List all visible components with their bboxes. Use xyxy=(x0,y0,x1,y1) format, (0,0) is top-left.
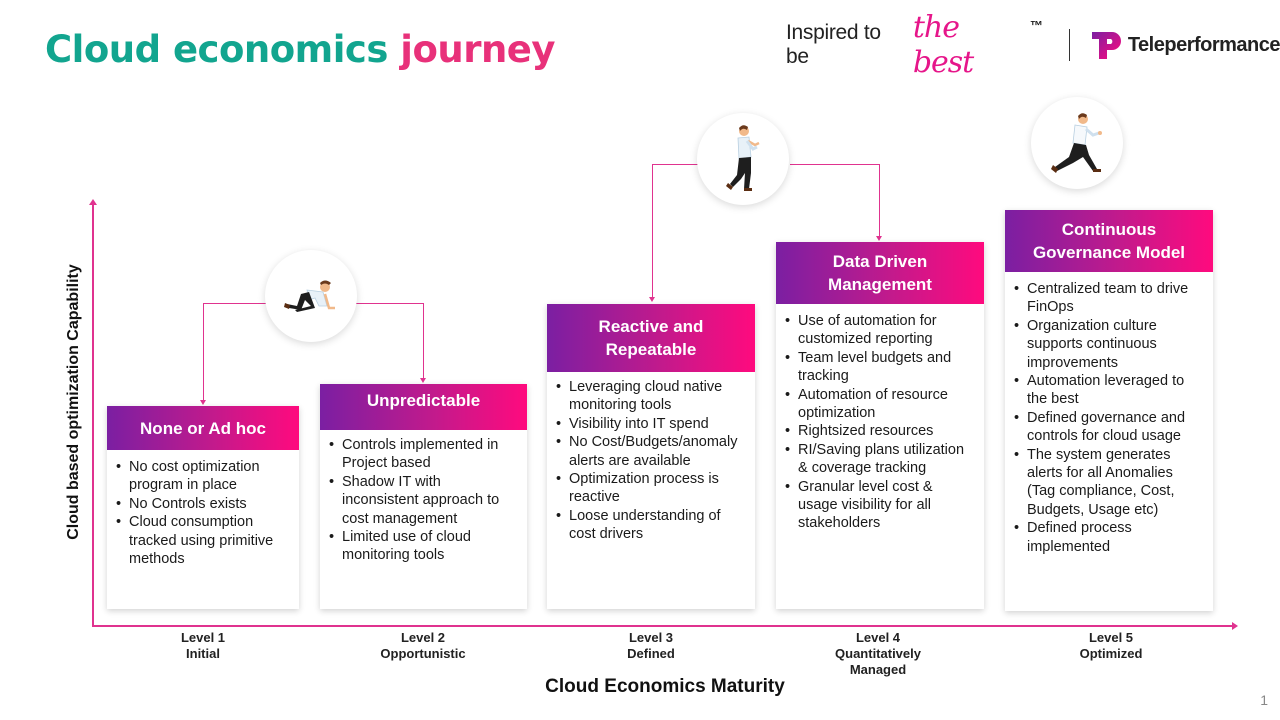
stage-title: None or Ad hoc xyxy=(107,406,299,450)
bullet-item: Leveraging cloud native monitoring tools xyxy=(556,378,745,415)
page-title: Cloud economics journey xyxy=(45,28,556,71)
arrow-down-icon xyxy=(420,378,426,383)
stage-card-5: Continuous Governance Model Centralized … xyxy=(1005,210,1213,611)
title-part-1: Cloud economics xyxy=(45,28,388,71)
bullet-item: Defined process implemented xyxy=(1014,519,1203,556)
bullet-item: Use of automation for customized reporti… xyxy=(785,312,974,349)
level-number: Level 3 xyxy=(628,630,674,645)
page-number: 1 xyxy=(1260,692,1268,708)
bullet-item: No Cost/Budgets/anomaly alerts are avail… xyxy=(556,433,745,470)
brand-tagline-emphasis: the best xyxy=(912,10,974,80)
bullet-item: No cost optimization program in place xyxy=(116,458,289,495)
bullet-item: Centralized team to drive FinOps xyxy=(1014,280,1203,317)
trademark-symbol: ™ xyxy=(1029,18,1043,33)
bullet-item: RI/Saving plans utilization & coverage t… xyxy=(785,441,974,478)
connector-line xyxy=(652,164,698,165)
bullet-item: Rightsized resources xyxy=(785,422,974,441)
level-label-5: Level 5 Optimized xyxy=(1036,630,1186,662)
connector-line xyxy=(356,303,424,304)
bullet-item: Automation leveraged to the best xyxy=(1014,372,1203,409)
teleperformance-logo-icon xyxy=(1090,29,1122,61)
walking-person-icon xyxy=(697,113,789,205)
level-number: Level 2 xyxy=(400,630,446,645)
stage-title: Continuous Governance Model xyxy=(1005,210,1213,272)
level-name: Initial xyxy=(186,646,220,661)
connector-line xyxy=(423,303,424,379)
y-axis-line xyxy=(92,203,94,627)
stage-bullets: Centralized team to drive FinOps Organiz… xyxy=(1005,272,1213,556)
y-axis-arrow-icon xyxy=(89,199,97,205)
bullet-item: Team level budgets and tracking xyxy=(785,349,974,386)
bullet-item: Defined governance and controls for clou… xyxy=(1014,409,1203,446)
brand-tagline: Inspired to be xyxy=(786,21,881,68)
bullet-item: Visibility into IT spend xyxy=(556,415,745,434)
brand-header: Inspired to be the best ™ Teleperformanc… xyxy=(786,10,1280,80)
stage-card-3: Reactive and Repeatable Leveraging cloud… xyxy=(547,304,755,609)
brand-divider xyxy=(1068,29,1070,61)
level-label-4: Level 4 Quantitatively Managed xyxy=(803,630,953,678)
level-name: Defined xyxy=(627,646,675,661)
arrow-down-icon xyxy=(876,236,882,241)
arrow-down-icon xyxy=(649,297,655,302)
bullet-item: Cloud consumption tracked using primitiv… xyxy=(116,513,289,568)
connector-line xyxy=(652,164,653,298)
stage-card-4: Data Driven Management Use of automation… xyxy=(776,242,984,609)
bullet-item: The system generates alerts for all Anom… xyxy=(1014,446,1203,520)
x-axis-line xyxy=(92,625,1232,627)
level-number: Level 4 xyxy=(855,630,901,645)
level-name: Opportunistic xyxy=(380,646,466,661)
crawling-person-icon xyxy=(265,250,357,342)
level-label-1: Level 1 Initial xyxy=(128,630,278,662)
stage-bullets: Leveraging cloud native monitoring tools… xyxy=(547,372,755,544)
bullet-item: Automation of resource optimization xyxy=(785,386,974,423)
x-axis-arrow-icon xyxy=(1232,622,1238,630)
company-name: Teleperformance xyxy=(1127,33,1280,56)
running-person-icon xyxy=(1031,97,1123,189)
bullet-item: Limited use of cloud monitoring tools xyxy=(329,528,517,565)
stage-title: Reactive and Repeatable xyxy=(547,304,755,372)
connector-line xyxy=(879,164,880,237)
level-name: Quantitatively Managed xyxy=(835,646,921,677)
arrow-down-icon xyxy=(200,400,206,405)
stage-card-2: Unpredictable Controls implemented in Pr… xyxy=(320,384,527,609)
connector-line xyxy=(203,303,278,304)
stage-title: Unpredictable xyxy=(320,384,527,430)
stage-bullets: Use of automation for customized reporti… xyxy=(776,304,984,533)
x-axis-label: Cloud Economics Maturity xyxy=(545,676,785,697)
stage-title: Data Driven Management xyxy=(776,242,984,304)
level-label-2: Level 2 Opportunistic xyxy=(348,630,498,662)
bullet-item: Organization culture supports continuous… xyxy=(1014,317,1203,372)
y-axis-label: Cloud based optimization Capability xyxy=(65,264,82,540)
level-number: Level 1 xyxy=(180,630,226,645)
stage-card-1: None or Ad hoc No cost optimization prog… xyxy=(107,406,299,609)
bullet-item: Shadow IT with inconsistent approach to … xyxy=(329,473,517,528)
bullet-item: Optimization process is reactive xyxy=(556,470,745,507)
bullet-item: No Controls exists xyxy=(116,495,289,514)
bullet-item: Granular level cost & usage visibility f… xyxy=(785,478,974,533)
level-label-3: Level 3 Defined xyxy=(576,630,726,662)
bullet-item: Loose understanding of cost drivers xyxy=(556,507,745,544)
stage-bullets: Controls implemented in Project based Sh… xyxy=(320,430,527,565)
level-name: Optimized xyxy=(1079,646,1143,661)
level-number: Level 5 xyxy=(1088,630,1134,645)
bullet-item: Controls implemented in Project based xyxy=(329,436,517,473)
connector-line xyxy=(203,303,204,401)
connector-line xyxy=(790,164,880,165)
title-part-2: journey xyxy=(400,28,556,71)
stage-bullets: No cost optimization program in place No… xyxy=(107,450,299,568)
